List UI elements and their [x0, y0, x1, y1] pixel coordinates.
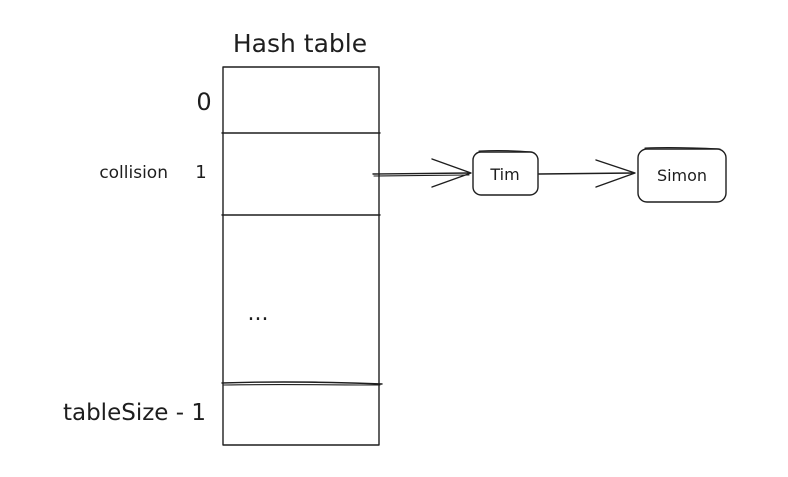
row-divider-middle-last: [221, 381, 383, 385]
chain-node-tim: Tim: [472, 150, 539, 196]
chain-node-simon: Simon: [637, 147, 727, 203]
ellipsis: ...: [248, 301, 269, 326]
row-label-last: tableSize - 1: [63, 400, 206, 426]
chain-node-tim-label: Tim: [489, 165, 519, 184]
row-label-0: 0: [196, 88, 211, 116]
hash-table-border: [222, 66, 380, 446]
arrow-slot1-to-tim: [372, 158, 472, 188]
arrow-tim-to-simon: [538, 159, 636, 188]
collision-label: collision: [99, 163, 168, 183]
row-label-1: 1: [195, 162, 206, 183]
hash-table-title: Hash table: [233, 29, 367, 58]
hash-table: [221, 66, 383, 446]
chain-node-simon-label: Simon: [657, 166, 707, 185]
